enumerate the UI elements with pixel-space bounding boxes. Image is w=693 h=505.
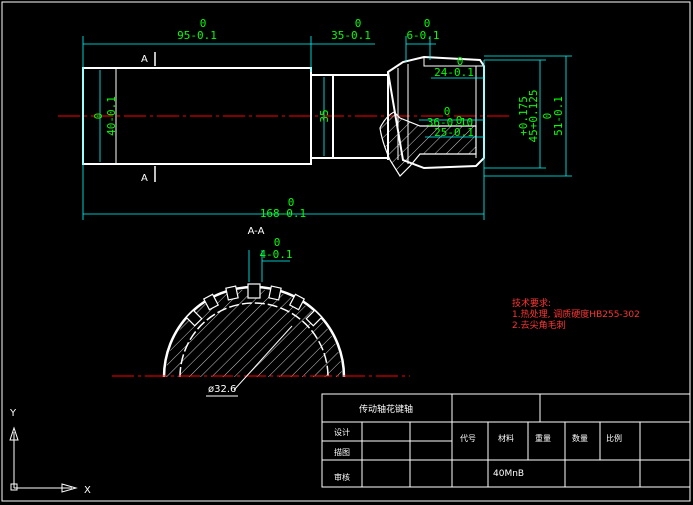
dim-24-tol: 0 [457,55,464,68]
dim-36-tol: 0 [444,105,451,118]
spline-outline-inner [179,302,329,378]
tb-design: 设计 [334,427,350,437]
tb-check: 描图 [334,447,350,457]
shaft-neck [311,74,388,159]
dim-40: 40-0.1 [105,96,118,136]
tb-material-value: 40MnB [493,469,524,479]
dim-6: 6-0.1 [406,29,439,42]
dim-35-dia: 35 [318,109,331,122]
title-block [321,393,691,488]
spline-tooth [247,283,261,299]
notes-line-1: 1.热处理, 调质硬度HB255-302 [512,308,640,320]
broken-section-hatch [379,111,477,177]
dim-diameter-32-6: ø32.6 [208,384,236,395]
dim-168-tol: 0 [288,196,295,209]
dim-key-4: 4-0.1 [259,248,292,261]
dim-24: 24-0.1 [434,66,474,79]
tb-approve: 审核 [334,472,350,482]
tb-quantity: 数量 [572,433,588,443]
tb-weight: 重量 [535,433,551,443]
dim-51-tol: 0 [541,113,554,120]
dim-45: 45+0.125 [527,90,540,143]
ucs-icon [9,426,78,493]
spline-tooth [268,285,282,301]
dim-36: 36-0.10 [427,116,473,129]
dim-95: 95-0.1 [177,29,217,42]
dim-35-tol: 0 [355,17,362,30]
section-marker-a-top: A [141,54,148,65]
technical-notes: 技术要求: 1.热处理, 调质硬度HB255-302 2.去尖角毛刺 [512,297,640,331]
section-view-a-a: A-A 0 4-0.1 ø32.6 [112,226,410,397]
tb-code: 代号 [460,433,476,443]
dim-25-tol: 0 [456,114,463,127]
spline-tooth [185,309,203,327]
tb-material-label: 材料 [498,433,514,443]
part-name: 传动轴花键轴 [359,403,413,415]
section-title: A-A [248,226,265,237]
shaft-main-view: 0 95-0.1 0 35-0.1 0 6-0.1 0 24-0.1 0 36-… [58,17,572,220]
dim-168: 168-0.1 [260,207,306,220]
spline-tooth [225,285,239,301]
dim-25: 25-0.1 [434,126,474,139]
dim-95-tol: 0 [200,17,207,30]
ucs-x-label: X [84,485,91,496]
dim-40-tol: 0 [92,113,105,120]
spline-tooth [305,309,323,327]
notes-heading: 技术要求: [512,297,551,309]
ucs-y-label: Y [9,408,17,419]
notes-line-2: 2.去尖角毛刺 [512,319,566,331]
dim-35-len: 35-0.1 [331,29,371,42]
dim-key-4-tol: 0 [274,236,281,249]
dim-51: 51-0.1 [552,96,565,136]
section-marker-a-bottom: A [141,173,148,184]
dim-45-tol: +0.175 [517,96,530,136]
dim-6-tol: 0 [424,17,431,30]
spline-tooth [202,293,220,311]
spline-tooth [288,293,306,311]
tb-scale: 比例 [606,433,622,443]
